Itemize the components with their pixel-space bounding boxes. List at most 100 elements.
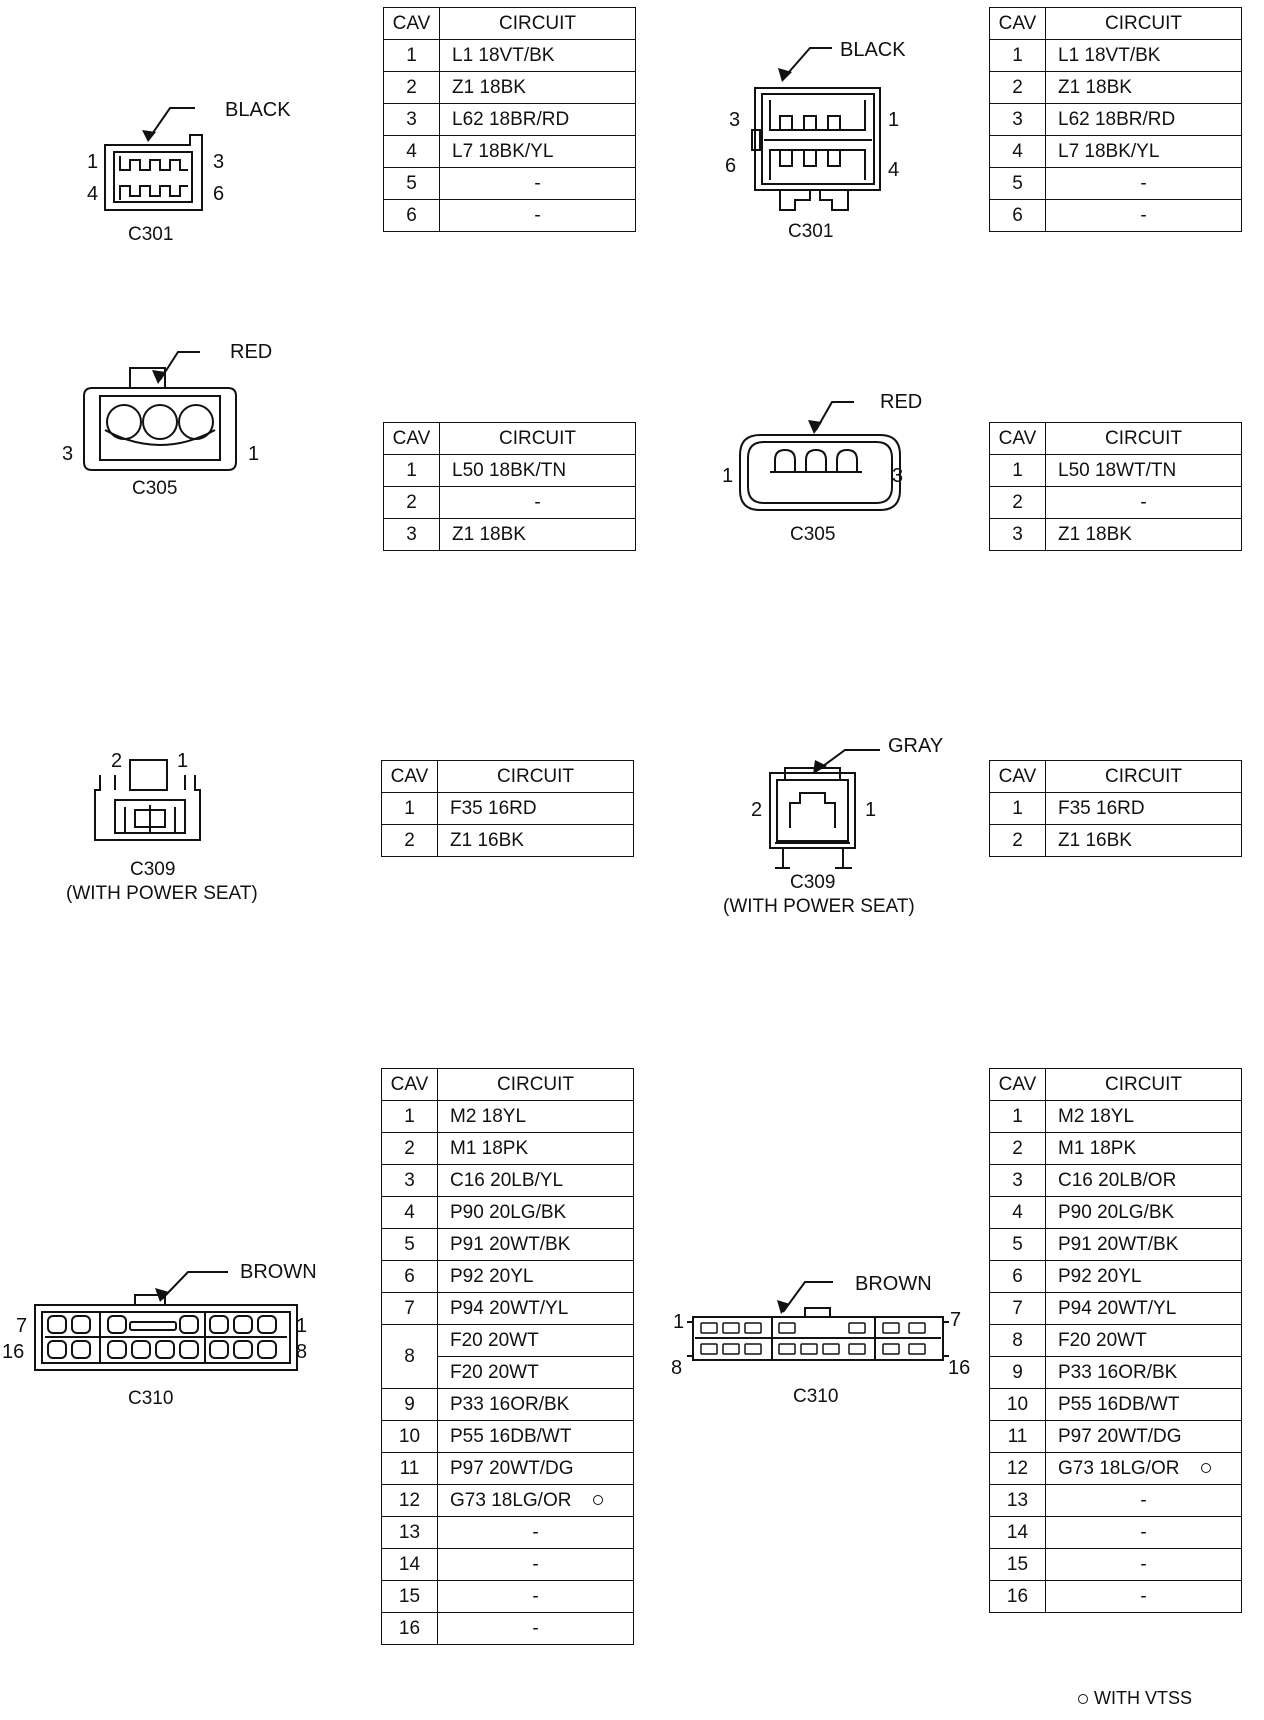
cav-cell: 1 <box>989 792 1046 825</box>
circuit-header: CIRCUIT <box>1045 422 1242 455</box>
circuit-text: L7 18BK/YL <box>452 140 554 162</box>
cav-cell: 2 <box>383 71 440 104</box>
table-row: 5- <box>383 167 636 200</box>
circuit-cell: P90 20LG/BK <box>1045 1196 1242 1229</box>
table-row: 6- <box>383 199 636 232</box>
cavity-socket <box>47 1340 67 1359</box>
circuit-cell: - <box>437 1580 634 1613</box>
cav-header: CAV <box>989 422 1046 455</box>
cavity-socket <box>722 1322 740 1334</box>
pin-label: 1 <box>722 465 733 487</box>
circuit-text: P55 16DB/WT <box>450 1425 572 1447</box>
cavity-socket <box>908 1343 926 1355</box>
circuit-cell: P55 16DB/WT <box>437 1420 634 1453</box>
circuit-cell: F35 16RD <box>437 792 634 825</box>
circuit-text: P55 16DB/WT <box>1058 1393 1180 1415</box>
cavity-socket <box>700 1322 718 1334</box>
circuit-text: P90 20LG/BK <box>1058 1201 1175 1223</box>
circuit-text: C16 20LB/OR <box>1058 1169 1177 1191</box>
circuit-text: L62 18BR/RD <box>1058 108 1176 130</box>
circuit-cell: M2 18YL <box>1045 1100 1242 1133</box>
cav-cell: 2 <box>989 824 1046 857</box>
cavity-socket <box>71 1340 91 1359</box>
circuit-text: - <box>532 1617 539 1639</box>
pin-label: 1 <box>87 151 98 173</box>
cavity-socket <box>882 1322 900 1334</box>
circuit-header: CIRCUIT <box>439 422 636 455</box>
cav-cell: 9 <box>381 1388 438 1421</box>
circuit-text: P97 20WT/DG <box>1058 1425 1182 1447</box>
cav-cell: 6 <box>383 199 440 232</box>
connector-name: C301 <box>128 224 173 245</box>
cav-cell: 2 <box>989 486 1046 519</box>
circuit-cell: - <box>1045 1484 1242 1517</box>
pin-label: 7 <box>950 1309 961 1331</box>
circuit-header: CIRCUIT <box>437 760 634 793</box>
circuit-cell: Z1 18BK <box>1045 71 1242 104</box>
cavity-socket <box>800 1343 818 1355</box>
circuit-text: - <box>534 204 541 226</box>
cav-cell: 15 <box>381 1580 438 1613</box>
pin-label: 6 <box>213 183 224 205</box>
table-row: 15- <box>381 1580 634 1613</box>
connector-note: (WITH POWER SEAT) <box>723 896 915 917</box>
connector-name: C305 <box>132 478 177 499</box>
circuit-cell: Z1 16BK <box>437 824 634 857</box>
cav-cell: 16 <box>381 1612 438 1645</box>
circuit-text: Z1 16BK <box>450 829 524 851</box>
cav-cell: 4 <box>989 1196 1046 1229</box>
vtss-marker-icon <box>593 1490 605 1512</box>
connector-color-label: BROWN <box>855 1273 932 1295</box>
connector-name: C309 <box>130 859 175 880</box>
cav-cell: 1 <box>383 454 440 487</box>
circuit-text: - <box>534 172 541 194</box>
cavity-socket <box>107 1315 127 1334</box>
cavity-socket <box>129 1321 177 1331</box>
circuit-text: P91 20WT/BK <box>1058 1233 1179 1255</box>
cavity-socket <box>233 1340 253 1359</box>
table-row: 14- <box>381 1548 634 1581</box>
pin-label: 16 <box>2 1341 24 1363</box>
cavity-socket <box>107 1340 127 1359</box>
circuit-cell: P92 20YL <box>1045 1260 1242 1293</box>
circuit-cell: G73 18LG/OR <box>1045 1452 1242 1485</box>
circuit-cell: - <box>1045 199 1242 232</box>
cavity-socket <box>778 1322 796 1334</box>
circuit-text: - <box>532 1521 539 1543</box>
circuit-text: - <box>1140 204 1147 226</box>
pin-label: 7 <box>16 1315 27 1337</box>
connector-name: C301 <box>788 221 833 242</box>
cav-cell: 1 <box>381 792 438 825</box>
connector-color-label: BLACK <box>225 99 291 121</box>
connector-note: (WITH POWER SEAT) <box>66 883 258 904</box>
circuit-text: P92 20YL <box>450 1265 534 1287</box>
cav-cell: 3 <box>381 1164 438 1197</box>
cav-cell: 9 <box>989 1356 1046 1389</box>
circuit-cell: L7 18BK/YL <box>1045 135 1242 168</box>
circuit-header: CIRCUIT <box>1045 1068 1242 1101</box>
circuit-cell: - <box>1045 1580 1242 1613</box>
